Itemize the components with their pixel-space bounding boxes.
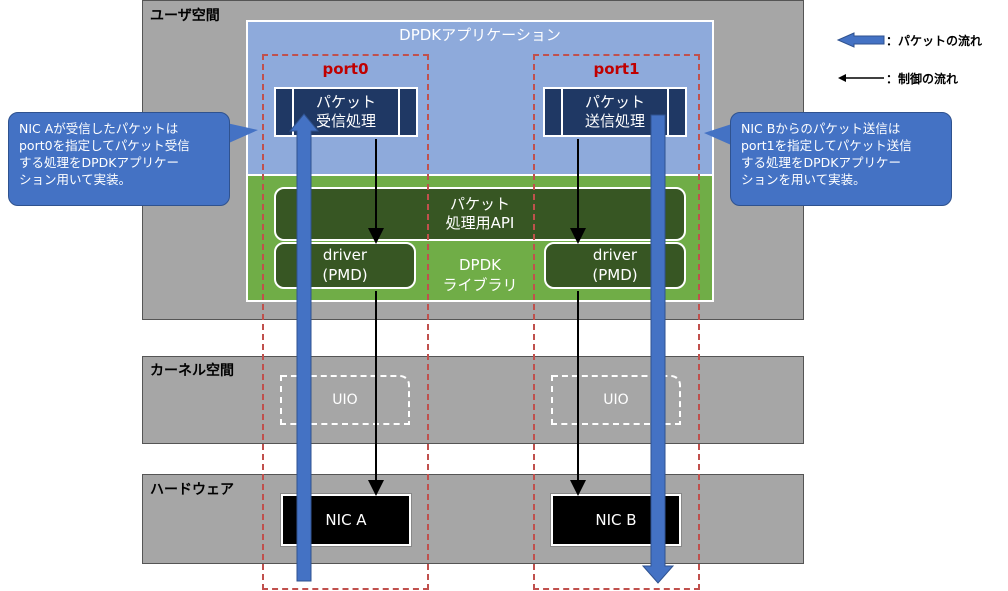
callout-receive: NIC Aが受信したパケットは port0を指定してパケット受信 する処理をDP… <box>8 112 230 206</box>
api-line-2: 処理用API <box>445 214 515 232</box>
callout-right-pointer <box>704 122 738 148</box>
driver-right-line-2: (PMD) <box>592 265 638 284</box>
callout-left-line-2: port0を指定してパケット受信 <box>19 137 190 153</box>
callout-transmit: NIC Bからのパケット送信は port1を指定してパケット送信 する処理をDP… <box>730 112 952 206</box>
rx-line-2: 受信処理 <box>315 112 376 130</box>
hardware-layer <box>142 474 804 564</box>
port1-boundary <box>533 54 700 590</box>
tx-line-2: 送信処理 <box>584 112 645 130</box>
legend-packet-flow: ：パケットの流れ <box>886 34 983 48</box>
api-line-1: パケット <box>449 194 510 213</box>
callout-right-line-2: port1を指定してパケット送信 <box>741 137 912 153</box>
uio-right: UIO <box>551 375 681 425</box>
driver-left-line-1: driver <box>322 246 368 264</box>
callout-right-line-1: NIC Bからのパケット送信は <box>741 121 901 136</box>
rx-line-1: パケット <box>315 93 376 112</box>
packet-processing-api: パケット 処理用API <box>274 187 686 241</box>
callout-right-line-4: ションを用いて実装。 <box>741 171 866 187</box>
dpdk-application-title: DPDKアプリケーション <box>399 26 561 44</box>
dpdk-label-line-1: DPDK <box>459 256 501 274</box>
hardware-label: ハードウェア <box>150 482 234 498</box>
legend-control-flow: ：制御の流れ <box>886 72 959 86</box>
uio-left: UIO <box>280 375 410 425</box>
packet-arrow-transmit <box>641 114 675 584</box>
user-space-label: ユーザ空間 <box>150 8 220 24</box>
kernel-space-label: カーネル空間 <box>150 363 234 379</box>
callout-left-line-4: ション用いて実装。 <box>19 171 132 187</box>
dpdk-library-label: DPDK ライブラリ <box>420 256 540 295</box>
kernel-space-layer <box>142 356 804 444</box>
packet-rx-processing: パケット 受信処理 <box>274 87 418 137</box>
legend-packet-arrow <box>836 32 885 48</box>
dpdk-label-line-2: ライブラリ <box>442 275 518 294</box>
callout-left-line-1: NIC Aが受信したパケットは <box>19 121 179 136</box>
port0-label: port0 <box>322 60 369 78</box>
packet-arrow-receive <box>288 113 320 582</box>
callout-left-pointer <box>222 122 258 146</box>
callout-right-line-3: する処理をDPDKアプリケー <box>741 154 901 170</box>
port1-label: port1 <box>593 60 640 78</box>
port0-boundary <box>262 54 429 590</box>
callout-left-line-3: する処理をDPDKアプリケー <box>19 154 179 170</box>
tx-line-1: パケット <box>584 93 645 112</box>
driver-right-line-1: driver <box>592 246 638 264</box>
driver-left-line-2: (PMD) <box>322 265 368 284</box>
